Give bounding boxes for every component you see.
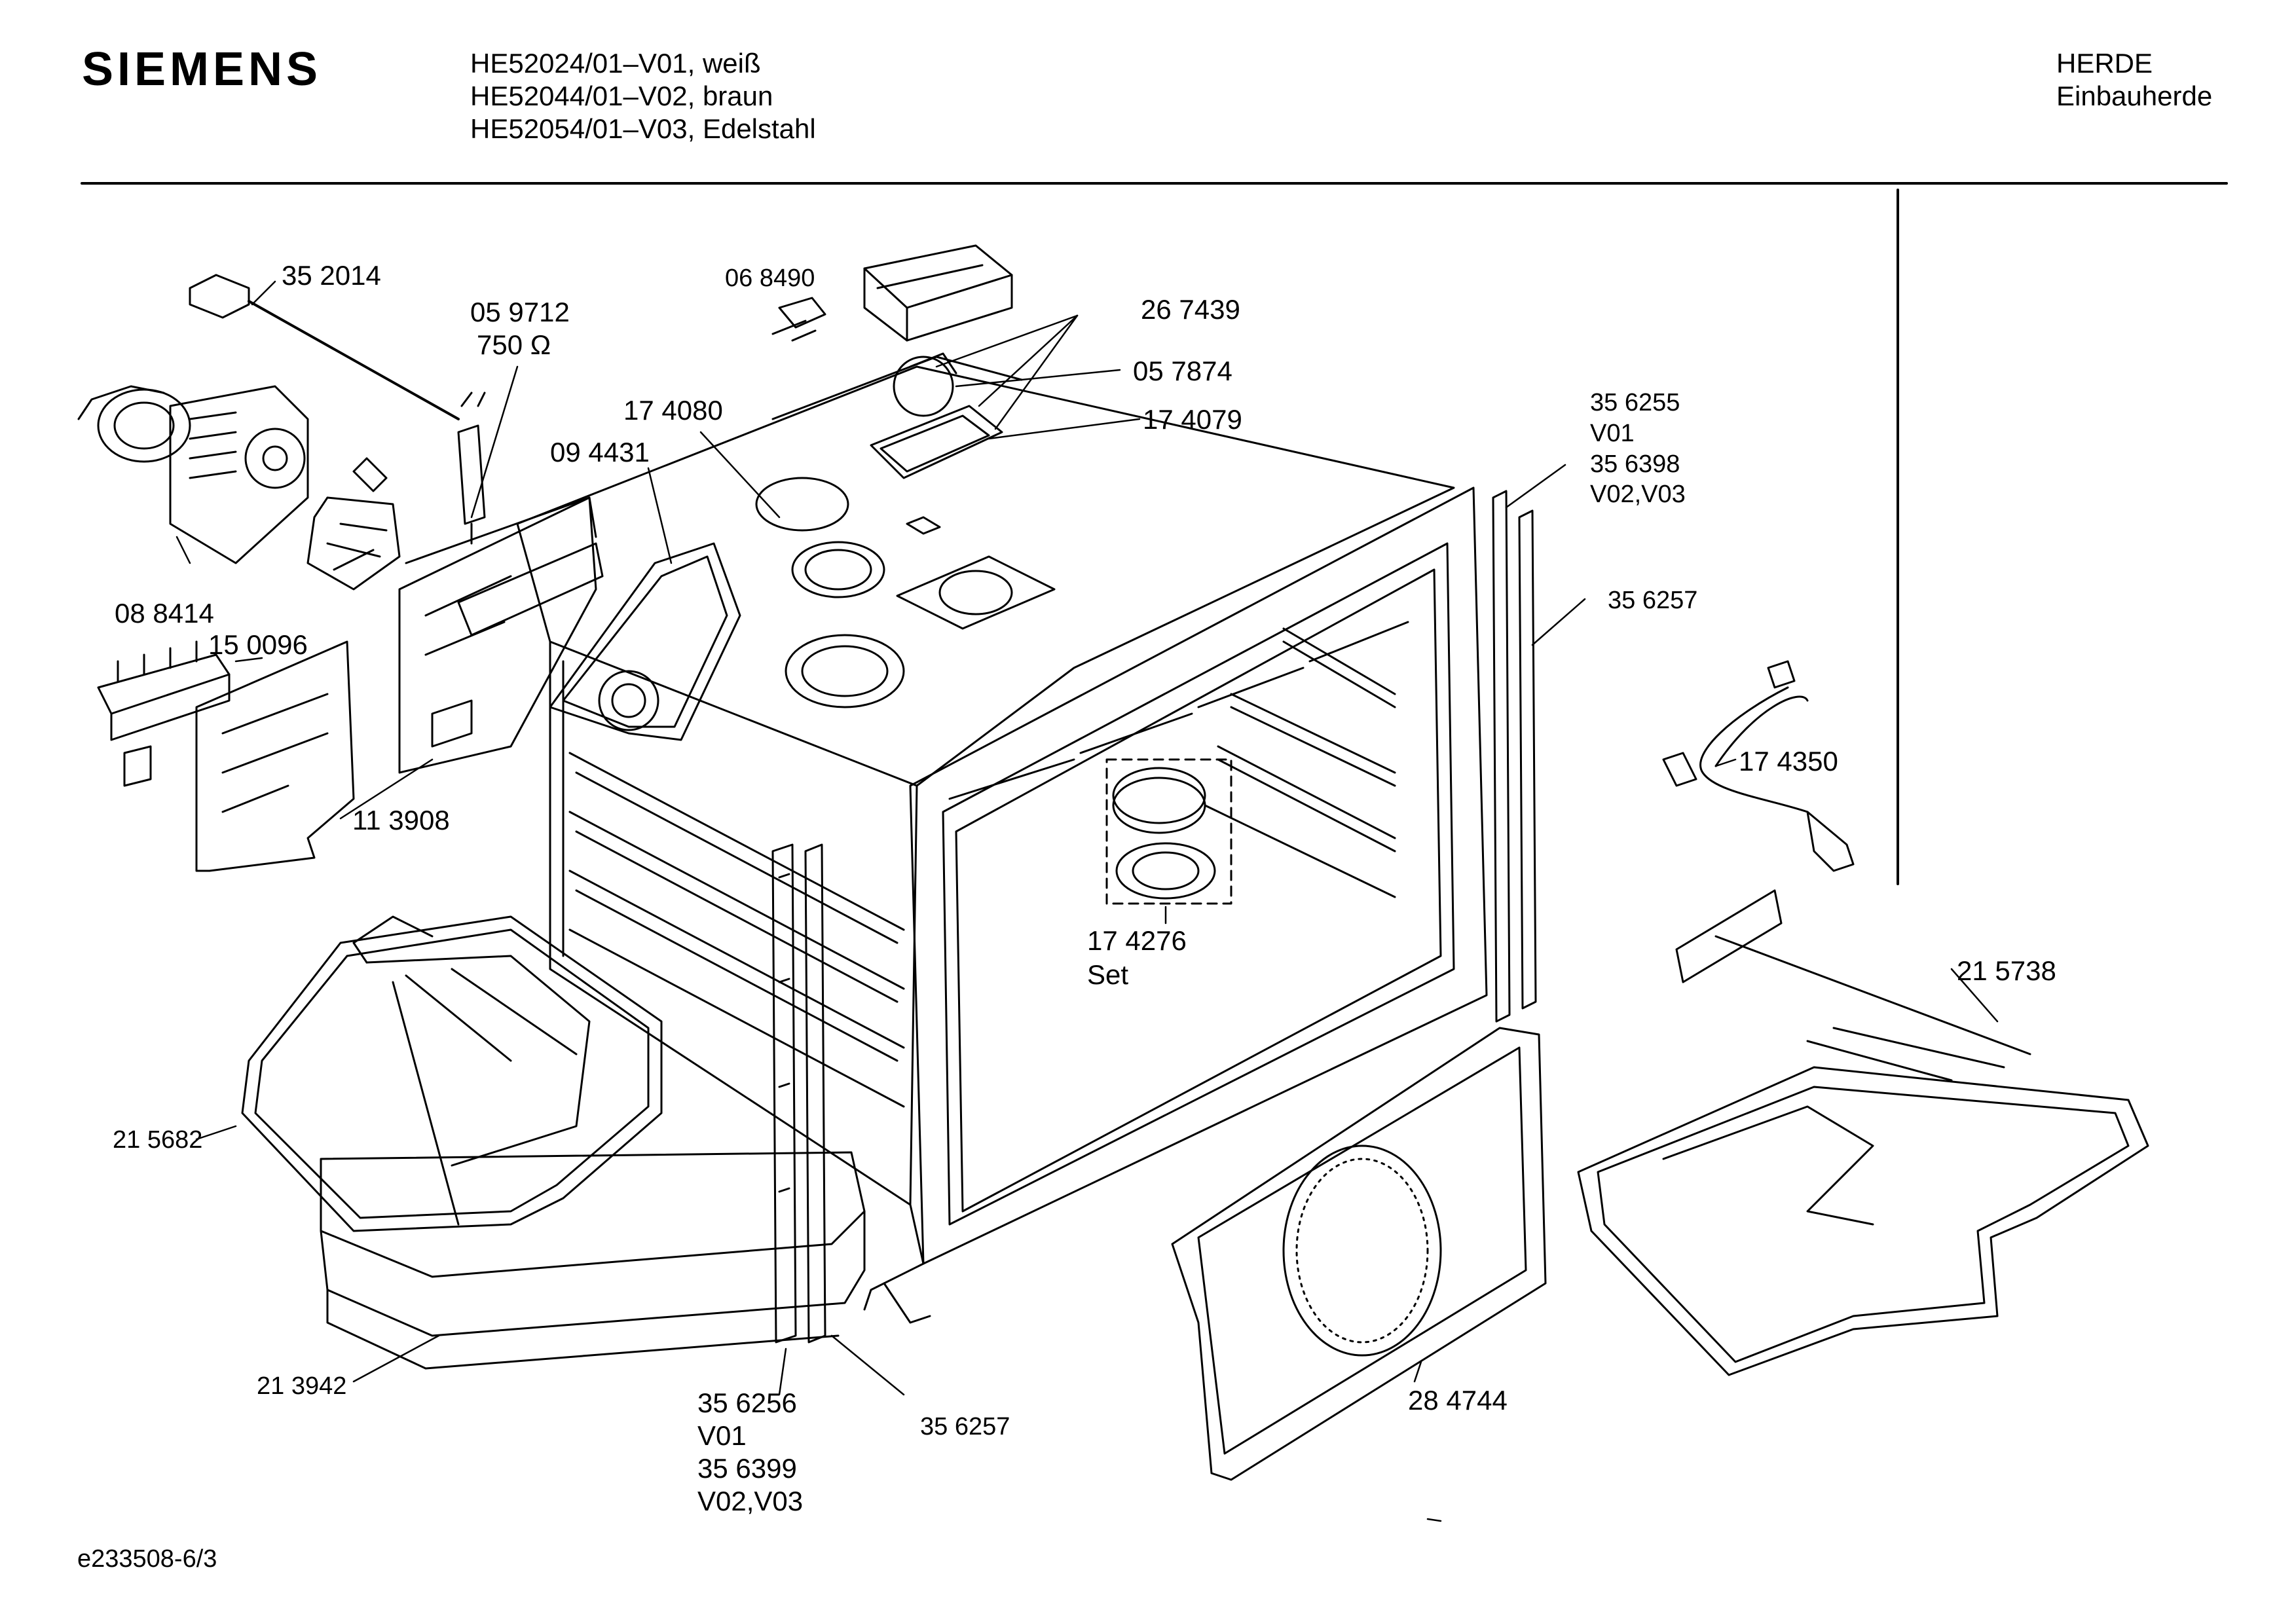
subcategory-title: Einbauherde [2056, 81, 2213, 111]
part-label-356399-variant: V02,V03 [697, 1486, 804, 1516]
oven-lamp-assembly [773, 246, 1012, 478]
part-label-215682: 21 5682 [113, 1126, 203, 1154]
part-label-356255-variant: V01 [1590, 420, 1635, 447]
part-label-356255: 35 6255 [1590, 389, 1680, 416]
part-label-356256-variant: V01 [697, 1420, 747, 1451]
part-label-068490: 06 8490 [725, 265, 815, 292]
fan-cover-plate [406, 498, 740, 740]
part-label-057874: 05 7874 [1133, 356, 1232, 386]
probe-cable-sensor [1663, 661, 1853, 871]
part-label-352014: 35 2014 [282, 260, 381, 291]
part-label-213942: 21 3942 [257, 1372, 347, 1400]
part-label-113908: 11 3908 [352, 805, 450, 835]
part-label-215738: 21 5738 [1957, 955, 2056, 986]
part-label-356257-front: 35 6257 [920, 1413, 1010, 1440]
part-label-284744: 28 4744 [1408, 1385, 1508, 1416]
part-label-174079: 17 4079 [1143, 404, 1242, 435]
fan-rear-cover [1172, 1028, 1546, 1480]
model-line-3: HE52054/01–V03, Edelstahl [470, 113, 816, 144]
oven-cavity [517, 357, 1487, 1323]
fan-motor [79, 386, 399, 589]
category-title: HERDE [2056, 48, 2153, 79]
model-line-1: HE52024/01–V01, weiß [470, 48, 761, 79]
part-label-174276-set: Set [1087, 959, 1129, 990]
model-line-2: HE52044/01–V02, braun [470, 81, 773, 111]
part-label-174080: 17 4080 [623, 395, 723, 426]
part-label-088414: 08 8414 [115, 598, 214, 629]
part-label-356399: 35 6399 [697, 1453, 797, 1484]
insulation-mat [321, 1152, 864, 1368]
light-cover-set [1107, 760, 1231, 904]
part-label-059712-value: 750 Ω [477, 329, 551, 360]
side-rails-front [773, 845, 825, 1342]
part-label-174350: 17 4350 [1739, 746, 1838, 777]
rear-panel [399, 498, 596, 773]
leader-lines [177, 282, 1997, 1521]
part-label-356398: 35 6398 [1590, 450, 1680, 478]
part-label-174276: 17 4276 [1087, 925, 1187, 956]
part-label-356256: 35 6256 [697, 1387, 797, 1418]
bottom-heating-element [242, 917, 661, 1231]
top-heating-element [1578, 890, 2148, 1375]
part-label-150096: 15 0096 [208, 629, 308, 660]
terminal-block [98, 642, 354, 871]
part-label-059712: 05 9712 [470, 297, 570, 327]
drawing-id: e233508-6/3 [77, 1545, 217, 1573]
part-label-267439: 26 7439 [1141, 294, 1240, 325]
temperature-sensor [190, 275, 485, 543]
side-rails-rear [1493, 491, 1536, 1021]
part-label-356257-rear: 35 6257 [1608, 587, 1698, 614]
part-label-094431: 09 4431 [550, 437, 650, 467]
part-label-356398-variant: V02,V03 [1590, 481, 1686, 508]
brand-logo: SIEMENS [82, 43, 322, 96]
